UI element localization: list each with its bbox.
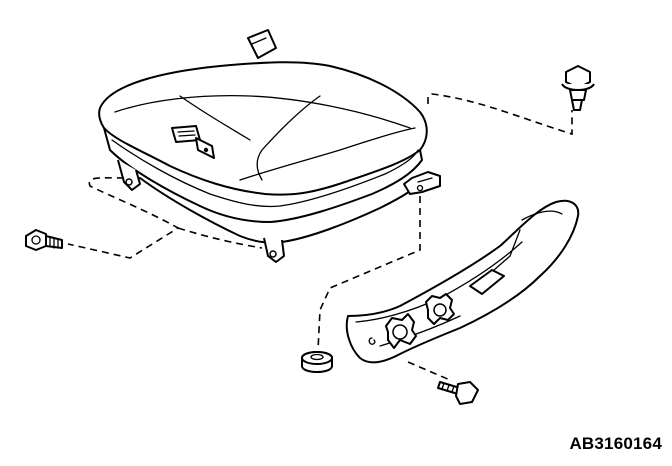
- assembly-lines: [67, 93, 573, 381]
- nut: [301, 351, 333, 373]
- bolt-lower: [437, 381, 479, 405]
- cushion-tag: [171, 125, 215, 159]
- height-knob: [385, 313, 417, 349]
- seat-belt-buckle: [247, 29, 277, 59]
- front-mount-bracket: [263, 237, 285, 263]
- seat-cushion: [98, 29, 441, 263]
- recline-knob: [425, 293, 455, 325]
- dash-lower-bolt: [407, 361, 451, 381]
- dash-nut: [317, 196, 421, 351]
- dash-top-right: [427, 93, 573, 136]
- figure-id-label: AB3160164: [569, 434, 662, 453]
- dash-left-bolt: [67, 177, 180, 259]
- left-mount-bracket: [117, 159, 141, 191]
- seat-side-cover: [345, 199, 580, 364]
- bolt-left: [25, 229, 63, 251]
- right-mount-bracket: [403, 171, 441, 195]
- bolt-upper-right: [561, 65, 595, 111]
- dash-front: [177, 227, 263, 249]
